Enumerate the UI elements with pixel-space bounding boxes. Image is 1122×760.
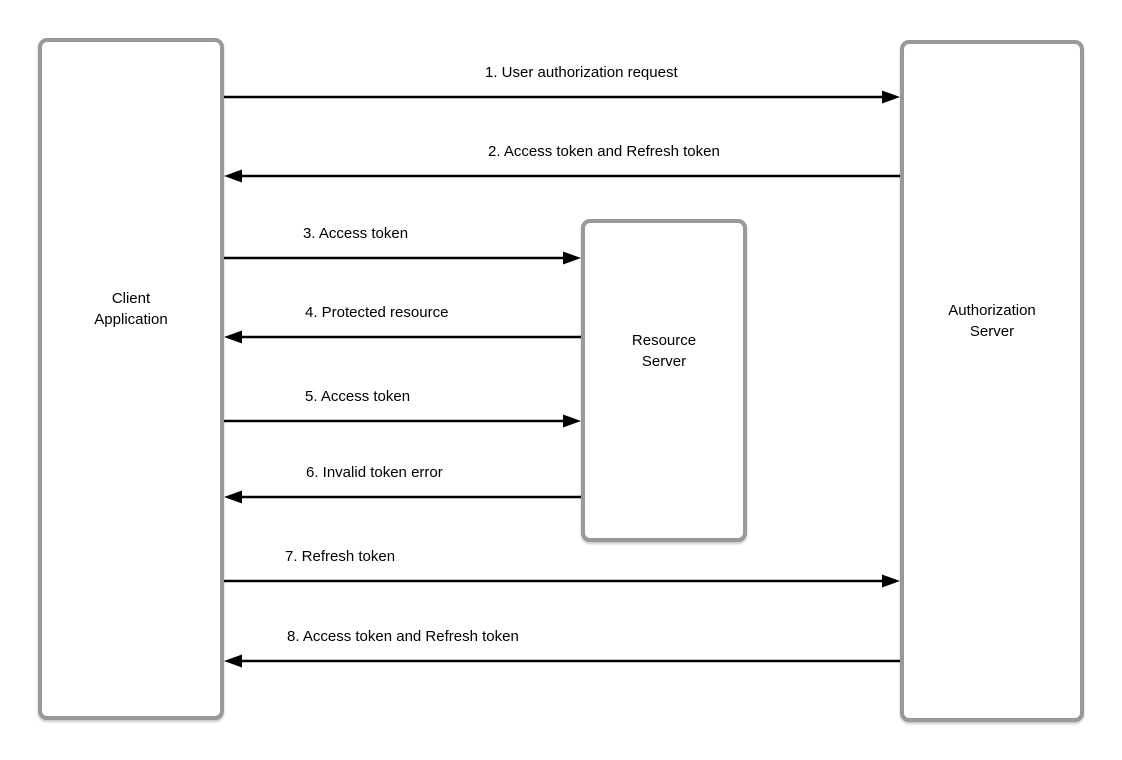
arrow-2-left-icon: [224, 169, 900, 183]
node-client-application-label: Client Application: [94, 290, 168, 328]
node-resource-server-label: Resource Server: [631, 332, 697, 370]
node-authorization-server-label: Authorization Server: [948, 302, 1036, 340]
arrow-7-right-icon: [224, 574, 900, 588]
arrow-label-4: 4. Protected resource: [305, 304, 449, 321]
node-client-application: Client Application: [38, 38, 224, 720]
arrow-label-3: 3. Access token: [303, 225, 409, 242]
node-resource-server: Resource Server: [581, 219, 747, 542]
arrow-label-6: 6. Invalid token error: [306, 464, 443, 481]
arrow-label-5: 5. Access token: [305, 388, 411, 405]
arrow-label-2: 2. Access token and Refresh token: [488, 143, 720, 160]
arrow-6-left-icon: [224, 490, 581, 504]
arrow-4-left-icon: [224, 330, 581, 344]
arrow-1-right-icon: [224, 90, 900, 104]
node-authorization-server: Authorization Server: [900, 40, 1084, 722]
arrow-label-1: 1. User authorization request: [485, 64, 678, 81]
arrow-8-left-icon: [224, 654, 900, 668]
arrow-5-right-icon: [224, 414, 581, 428]
arrow-3-right-icon: [224, 251, 581, 265]
arrow-label-8: 8. Access token and Refresh token: [287, 628, 519, 645]
arrow-label-7: 7. Refresh token: [285, 548, 396, 565]
